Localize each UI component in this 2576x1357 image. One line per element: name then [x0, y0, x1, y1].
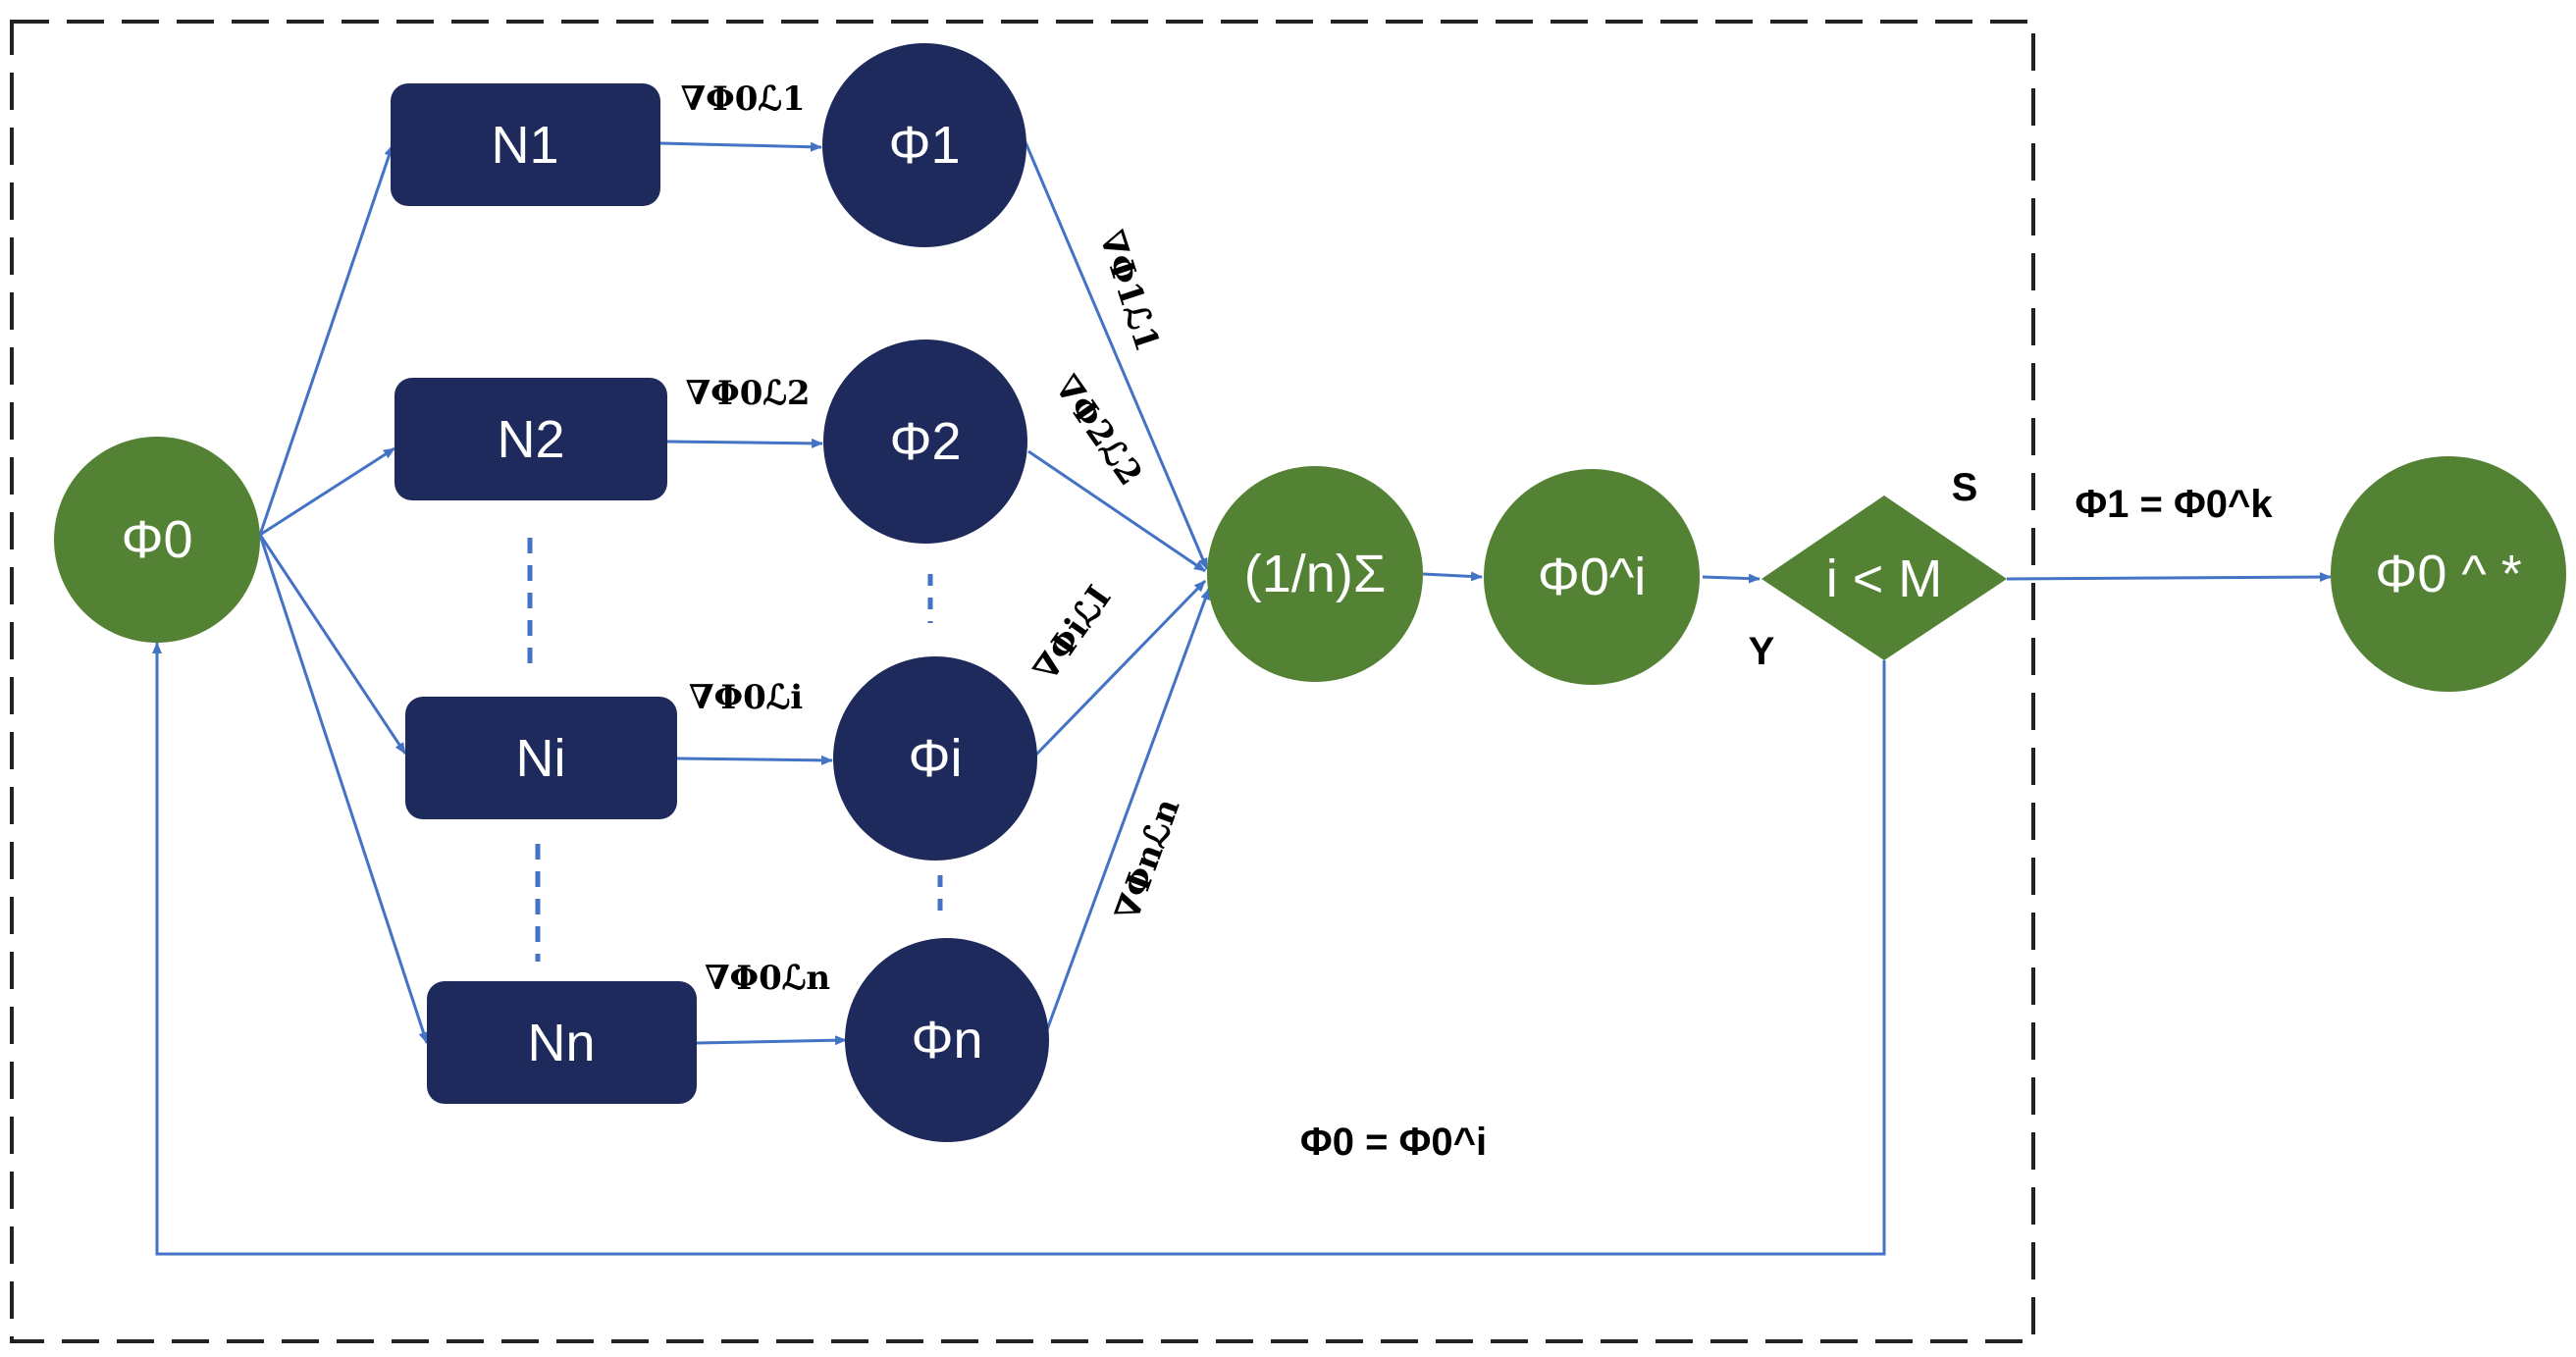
edge-phi2-avg	[1027, 449, 1206, 573]
node-n2-label: N2	[497, 410, 564, 469]
node-ni-label: Ni	[516, 729, 566, 788]
edge-phin-avg	[1043, 588, 1211, 1036]
edge-n2-phi2	[666, 438, 823, 448]
edge-phi0-nn	[258, 534, 429, 1044]
edge-phi0i-decision	[1702, 573, 1761, 584]
dashed-boundary	[10, 20, 2035, 1343]
edge-loop-back	[152, 642, 1886, 1256]
formula-success: Φ1 = Φ0^k	[2075, 483, 2273, 526]
label-grad-phi0-li: ∇Φ0ℒi	[689, 678, 803, 717]
label-grad-phi0-ln: ∇Φ0ℒn	[705, 959, 830, 998]
node-n2: N2	[394, 378, 667, 500]
edge-phi1-avg	[1024, 141, 1209, 570]
formula-loop: Φ0 = Φ0^i	[1300, 1121, 1487, 1164]
edge-nn-phin	[696, 1035, 847, 1046]
label-grad-phii-li: ∇ΦiℒI	[1025, 579, 1119, 689]
node-n1: N1	[391, 83, 660, 206]
edge-n1-phi1	[659, 141, 822, 152]
node-phi0i-label: Φ0^i	[1538, 548, 1646, 606]
node-average: (1/n)Σ	[1207, 466, 1423, 682]
label-y: Y	[1749, 630, 1775, 673]
node-phin-label: Φn	[911, 1011, 982, 1070]
node-phi1: Φ1	[822, 43, 1026, 247]
node-phi0i: Φ0^i	[1484, 469, 1700, 685]
edge-phi0-ni	[258, 534, 407, 755]
node-phi2-label: Φ2	[889, 412, 961, 471]
node-ni: Ni	[405, 697, 677, 819]
label-grad-phin-ln: ∇Φnℒn	[1108, 794, 1188, 926]
edge-avg-phi0i	[1422, 571, 1483, 582]
label-s: S	[1952, 466, 1978, 509]
node-phi0star: Φ0 ^ *	[2331, 456, 2566, 692]
node-nn: Nn	[427, 981, 697, 1104]
edge-decision-phi0star	[2006, 572, 2332, 583]
node-phi0: Φ0	[54, 437, 260, 643]
node-nn-label: Nn	[527, 1014, 595, 1072]
edge-phi0-n1	[258, 144, 394, 536]
node-phi0-label: Φ0	[121, 510, 192, 569]
node-n1-label: N1	[491, 116, 558, 175]
node-average-label: (1/n)Σ	[1244, 545, 1386, 603]
edge-ni-phii	[676, 755, 833, 765]
node-phii: Φi	[833, 656, 1037, 861]
node-phi0star-label: Φ0 ^ *	[2375, 545, 2521, 603]
node-phi2: Φ2	[823, 339, 1027, 544]
node-decision-label: i < M	[1826, 549, 1943, 608]
node-phii-label: Φi	[908, 729, 962, 788]
edge-phii-avg	[1033, 579, 1207, 757]
edge-phi0-n2	[259, 446, 395, 537]
node-decision: i < M	[1761, 496, 2007, 660]
node-phin: Φn	[845, 938, 1049, 1142]
label-grad-phi1-l1: ∇Φ1ℒ1	[1091, 226, 1167, 356]
label-grad-phi0-l1: ∇Φ0ℒ1	[680, 79, 805, 119]
label-grad-phi0-l2: ∇Φ0ℒ2	[685, 374, 810, 413]
node-phi1-label: Φ1	[888, 116, 960, 175]
